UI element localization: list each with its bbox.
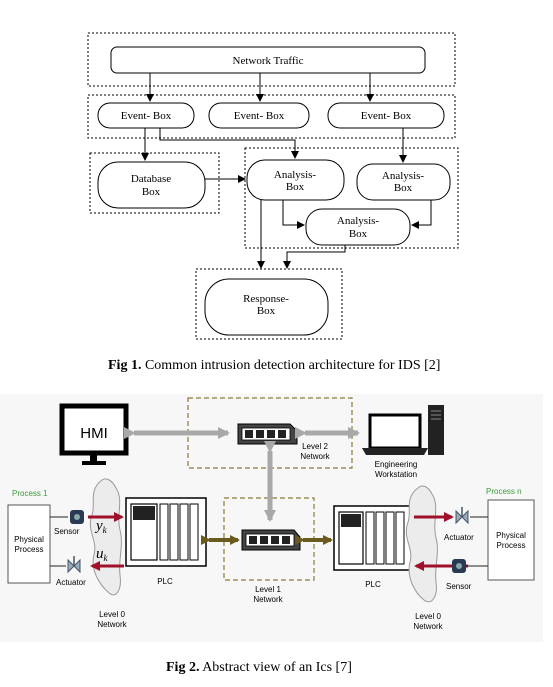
event-box-3 — [327, 102, 445, 129]
figure1-caption-label: Fig 1. — [108, 358, 142, 373]
analysis-box-2-label-1: Analysis- — [382, 170, 425, 182]
event-box-3-label: Event- Box — [361, 110, 412, 122]
physical-process-left-label-2: Process — [15, 545, 44, 554]
level1-switch-icon — [241, 529, 301, 551]
level0-right-label-2: Network — [413, 622, 443, 631]
level0-right-label-1: Level 0 — [415, 612, 441, 621]
analysis-box-2-label-2: Box — [394, 182, 413, 194]
sensor-icon-right — [452, 559, 466, 573]
sensor-icon-left — [70, 510, 84, 524]
database-box — [97, 161, 206, 209]
database-box-label-1: Database — [131, 173, 171, 185]
response-box — [204, 278, 329, 336]
figure1-caption: Fig 1. Common intrusion detection archit… — [108, 358, 440, 374]
plc-left-icon — [125, 497, 207, 567]
sensor-left-label: Sensor — [54, 527, 80, 536]
level2-label-2: Network — [300, 452, 330, 461]
figure2-caption-label: Fig 2. — [166, 660, 200, 675]
process-left-links — [88, 512, 124, 571]
physical-process-right-label-2: Process — [497, 541, 526, 550]
analysis-box-2 — [356, 163, 451, 201]
figure2-ics-view — [0, 394, 543, 642]
level0-left-label-2: Network — [97, 620, 127, 629]
level2-switch-icon — [237, 423, 298, 445]
database-box-label-2: Box — [142, 186, 161, 198]
traffic-group-border — [87, 32, 456, 87]
figure1-ids-architecture — [87, 32, 459, 340]
event-box-2 — [208, 102, 310, 129]
engineering-label-2: Workstation — [375, 470, 417, 479]
level0-cloud-right — [405, 485, 438, 603]
figure2-caption-text: Abstract view of an Ics [7] — [202, 660, 352, 675]
analysis-box-1-label-1: Analysis- — [274, 169, 317, 181]
level0-left-label-1: Level 0 — [99, 610, 125, 619]
process1-label: Process 1 — [12, 489, 48, 498]
event-box-1-label: Event- Box — [121, 110, 172, 122]
actuator-right-label: Actuator — [444, 533, 474, 542]
figure1-arrows — [141, 73, 432, 269]
response-group-border — [195, 268, 343, 340]
analysis-box-3-label-1: Analysis- — [337, 215, 380, 227]
hmi-label: HMI — [80, 425, 108, 442]
event-box-1 — [97, 102, 195, 129]
level1-label-2: Network — [253, 595, 283, 604]
sensor-right-label: Sensor — [446, 582, 472, 591]
event-box-2-label: Event- Box — [234, 110, 285, 122]
processn-label: Process n — [486, 487, 522, 496]
yk-label: yk — [94, 518, 108, 535]
figure2-caption: Fig 2. Abstract view of an Ics [7] — [166, 660, 352, 676]
level1-label-1: Level 1 — [255, 585, 281, 594]
network-traffic-label: Network Traffic — [233, 55, 304, 67]
analysis-box-1-label-2: Box — [286, 181, 305, 193]
response-box-label-1: Response- — [243, 293, 289, 305]
figure1-caption-text: Common intrusion detection architecture … — [144, 358, 441, 373]
event-group-border — [87, 94, 456, 139]
response-box-label-2: Box — [257, 305, 276, 317]
analysis-box-1 — [246, 159, 345, 201]
physical-process-right — [487, 499, 535, 581]
physical-process-left-label-1: Physical — [14, 535, 44, 544]
physical-process-left — [7, 504, 51, 584]
actuator-left-label: Actuator — [56, 578, 86, 587]
plc-left-label: PLC — [157, 577, 173, 586]
analysis-group-border — [244, 147, 459, 249]
actuator-icon-left — [67, 556, 81, 574]
engineering-workstation-icon — [362, 405, 444, 455]
gray-network-links — [124, 427, 360, 522]
database-group-border — [89, 152, 220, 214]
plc-right-label: PLC — [365, 580, 381, 589]
level2-label-1: Level 2 — [302, 442, 328, 451]
actuator-icon-right — [455, 507, 469, 525]
analysis-box-3 — [305, 208, 411, 246]
plc-right-icon — [333, 505, 413, 571]
hmi-monitor-icon — [59, 403, 129, 465]
network-traffic-box — [110, 46, 426, 74]
analysis-box-3-label-2: Box — [349, 228, 368, 240]
physical-process-right-label-1: Physical — [496, 531, 526, 540]
engineering-label-1: Engineering — [375, 460, 418, 469]
uk-label: uk — [96, 546, 109, 563]
